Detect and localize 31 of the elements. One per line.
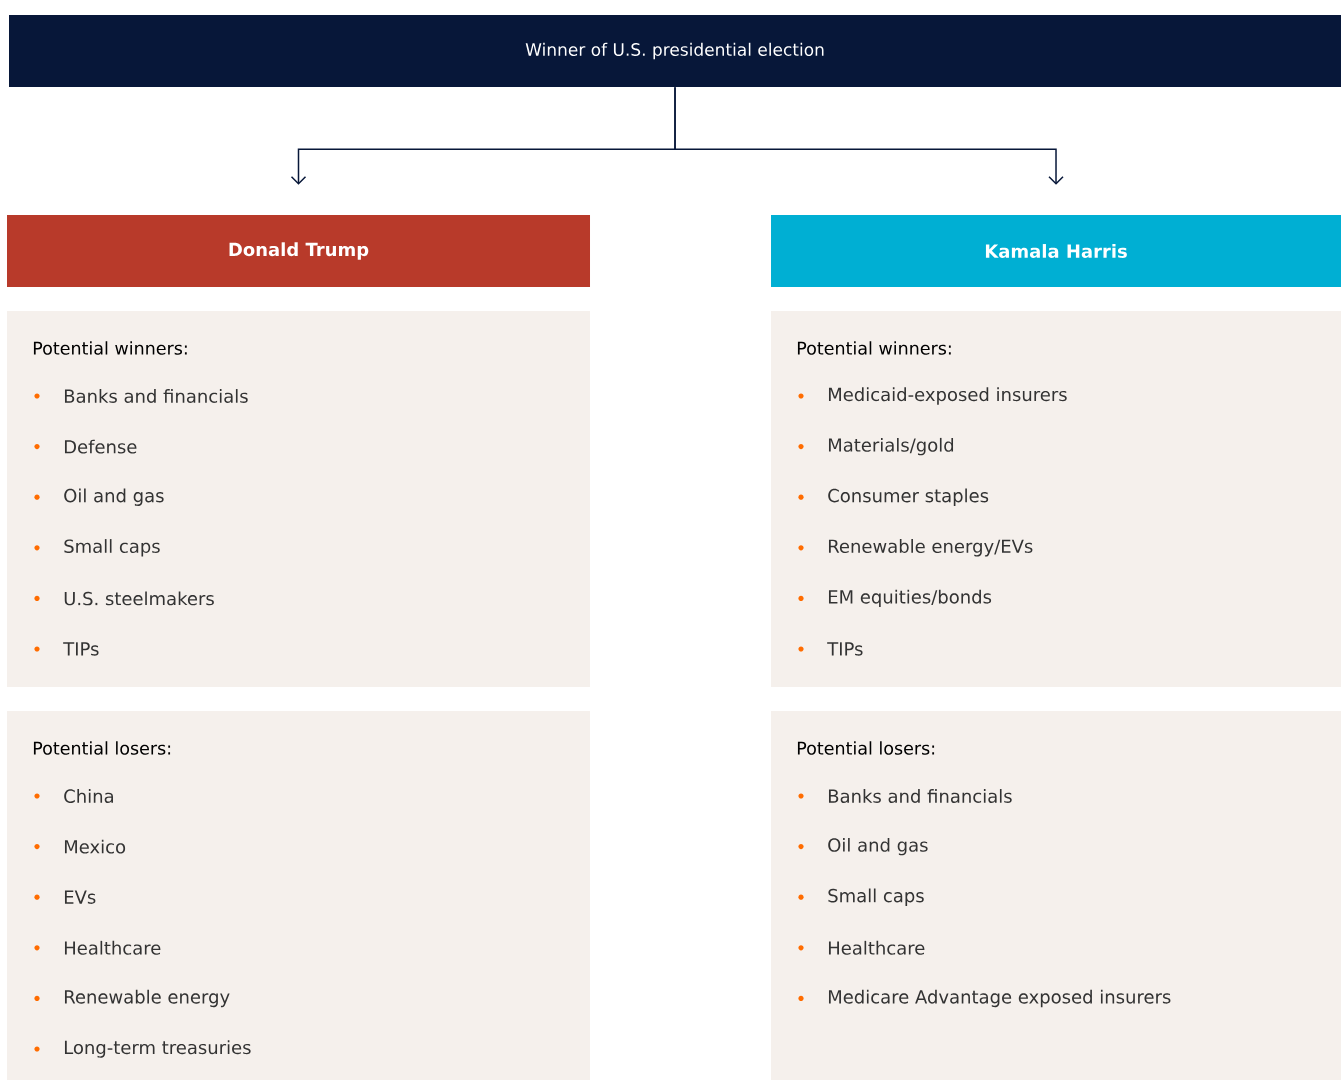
bullet-item: Oil and gas bbox=[34, 488, 164, 506]
bullet-item: Oil and gas bbox=[798, 837, 928, 856]
bullet-item: Healthcare bbox=[798, 940, 925, 955]
candidate-header: Donald Trump bbox=[7, 215, 590, 287]
bullet-item: TIPs bbox=[798, 642, 863, 656]
bullet-item: Small caps bbox=[34, 539, 160, 557]
candidate-header: Kamala Harris bbox=[771, 215, 1341, 287]
bullet-item: Materials/gold bbox=[798, 437, 953, 456]
bullet-item: TIPs bbox=[34, 642, 99, 656]
list-heading: Potential winners: bbox=[797, 341, 951, 355]
bullet-item: Small caps bbox=[798, 888, 924, 906]
bullet-item: Consumer staples bbox=[798, 488, 989, 506]
bullet-item: EVs bbox=[34, 890, 96, 904]
title-banner: Winner of U.S. presidential election bbox=[9, 15, 1341, 87]
bullet-item: Renewable energy/EVs bbox=[798, 539, 1033, 557]
bullet-item: Renewable energy bbox=[34, 989, 230, 1008]
bullet-item: EM equities/bonds bbox=[798, 589, 992, 608]
bullet-item: U.S. steelmakers bbox=[34, 591, 214, 606]
bullet-item: Medicare Advantage exposed insurers bbox=[798, 989, 1171, 1008]
bullet-item: Defense bbox=[34, 439, 137, 454]
bullet-item: Banks and financials bbox=[34, 389, 248, 403]
arrow bbox=[674, 86, 1064, 185]
bullet-item: Mexico bbox=[34, 839, 126, 854]
bullet-item: China bbox=[34, 789, 113, 803]
list-heading: Potential losers: bbox=[797, 741, 935, 755]
list-heading: Potential losers: bbox=[33, 741, 171, 755]
bullet-item: Healthcare bbox=[34, 940, 161, 955]
list-heading: Potential winners: bbox=[33, 341, 187, 355]
bullet-item: Banks and financials bbox=[798, 789, 1012, 803]
bullet-item: Long-term treasuries bbox=[34, 1040, 251, 1058]
bullet-item: Medicaid-exposed insurers bbox=[798, 387, 1067, 405]
